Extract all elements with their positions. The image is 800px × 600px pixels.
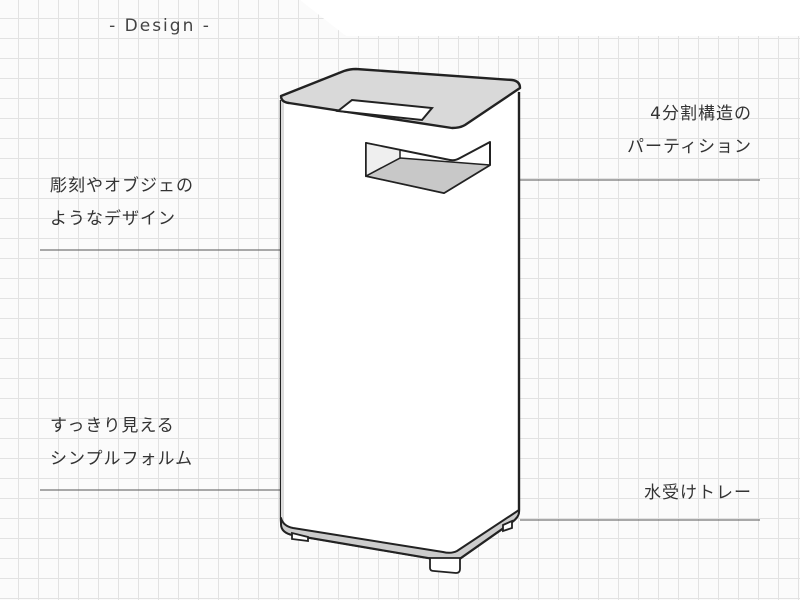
annotation-sculpture: 彫刻やオブジェの ようなデザイン [50, 170, 194, 236]
handle-slot [335, 98, 434, 122]
annotation-water-tray-line1: 水受けトレー [644, 483, 752, 503]
annotation-water-tray: 水受けトレー [644, 477, 752, 510]
partition-side [365, 142, 401, 178]
foot-left [291, 531, 309, 543]
foot-front [429, 557, 461, 574]
top-lid [279, 67, 522, 130]
annotation-simple-form-line2: シンプルフォルム [50, 449, 194, 469]
annotation-simple-form-line1: すっきり見える [50, 416, 175, 436]
annotation-partition-line2: パーティション [627, 137, 752, 157]
annotation-sculpture-line1: 彫刻やオブジェの [50, 176, 194, 196]
annotation-partition-line1: 4分割構造の [650, 104, 752, 124]
annotation-sculpture-line2: ようなデザイン [50, 209, 176, 229]
annotation-partition: 4分割構造の パーティション [627, 98, 752, 164]
section-title: - Design - [109, 16, 211, 36]
annotation-simple-form: すっきり見える シンプルフォルム [50, 410, 193, 476]
foot-right [502, 519, 513, 533]
header-banner [300, 0, 800, 36]
housing-edge [281, 100, 292, 532]
